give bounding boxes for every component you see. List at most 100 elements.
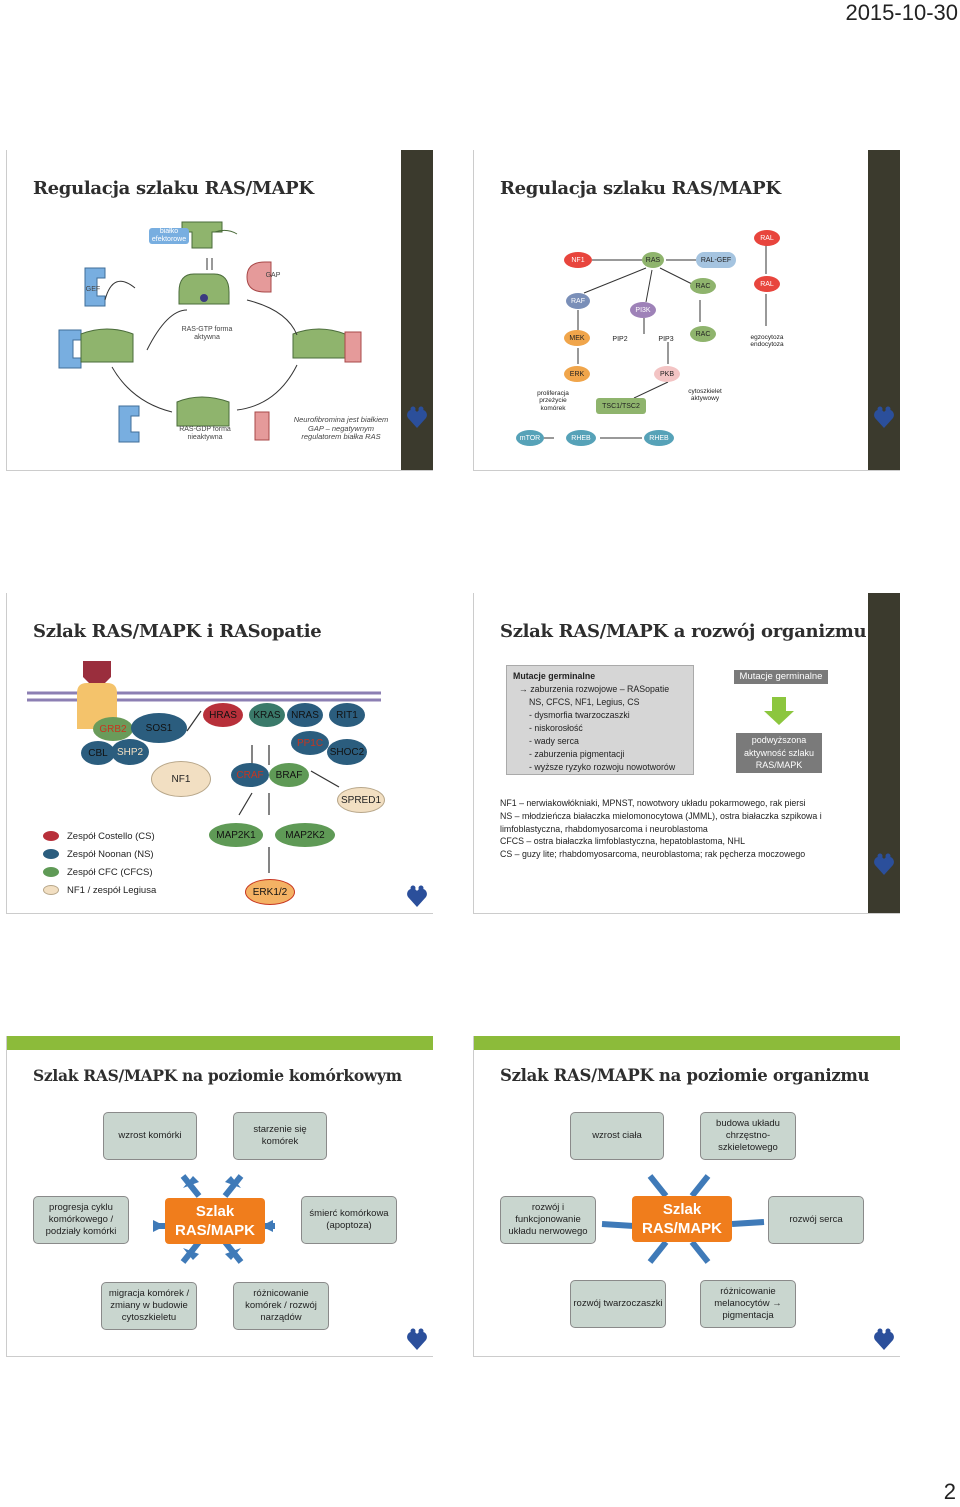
node-pkb: PKB (654, 366, 680, 382)
logo-icon (406, 406, 428, 430)
node-nras: NRAS (287, 703, 323, 727)
node-rheb-1: RHEB (566, 430, 596, 446)
node-spred1: SPRED1 (337, 787, 385, 813)
logo-icon (873, 853, 895, 877)
legend-item: NF1 / zespół Legiusa (43, 881, 156, 899)
node-rac-1: RAC (690, 278, 716, 294)
box-craniofacial: rozwój twarzoczaszki (570, 1280, 666, 1328)
box-line: → zaburzenia rozwojowe – RASopatie (519, 684, 670, 694)
node-braf: BRAF (269, 763, 309, 787)
slide-topbar (474, 1036, 900, 1050)
note-line: CFCS – ostra białaczka limfoblastyczna, … (500, 836, 745, 847)
node-mtor: mTOR (516, 430, 544, 446)
node-ras: RAS (642, 252, 664, 268)
ras-cycle-diagram (58, 221, 362, 443)
legend-swatch (43, 885, 59, 895)
box-line: - wyższe ryzyko rozwoju nowotworów (529, 762, 676, 772)
node-kras: KRAS (249, 703, 285, 727)
slide-title: Szlak RAS/MAPK na poziomie komórkowym (33, 1066, 402, 1085)
box-cell-migration: migracja komórek / zmiany w budowie cyto… (101, 1282, 197, 1330)
logo-icon (406, 885, 428, 909)
slide-4: Szlak RAS/MAPK a rozwój organizmu Mutacj… (473, 593, 900, 914)
node-map2k2: MAP2K2 (275, 823, 335, 847)
box-heart: rozwój serca (768, 1196, 864, 1244)
ras-gdp-shape (176, 396, 230, 427)
legend: Zespół Costello (CS) Zespół Noonan (NS) … (43, 827, 156, 899)
node-tsc: TSC1/TSC2 (596, 398, 646, 414)
rasopathy-diagram (27, 661, 381, 873)
box-melanocytes: różnicowanie melanocytów → pigmentacja (700, 1280, 796, 1328)
slide-title: Szlak RAS/MAPK i RASopatie (33, 621, 322, 642)
logo-icon (406, 1328, 428, 1352)
slide-2: Regulacja szlaku RAS/MAPK NF1 RAS RAL-GE… (473, 150, 900, 471)
slide-3: Szlak RAS/MAPK i RASopatie GRB2 SOS1 CBL… (6, 593, 433, 914)
node-erk: ERK (564, 366, 590, 382)
gap-shape-3 (254, 411, 270, 441)
legend-swatch (43, 849, 59, 859)
legend-item: Zespół Costello (CS) (43, 827, 156, 845)
node-ral-2: RAL (754, 276, 780, 292)
slide-title: Regulacja szlaku RAS/MAPK (500, 178, 781, 199)
box-cell-cycle: progresja cyklu komórkowego / podziały k… (33, 1196, 129, 1244)
page-number: 2 (943, 1479, 956, 1504)
node-rac-2: RAC (690, 326, 716, 342)
cycle-caption: Neurofibromina jest białkiem GAP – negat… (293, 415, 389, 442)
node-craf: CRAF (231, 763, 269, 787)
node-cbl: CBL (81, 741, 115, 765)
legend-label: NF1 / zespół Legiusa (67, 884, 157, 896)
logo-icon (873, 406, 895, 430)
slide-title: Regulacja szlaku RAS/MAPK (33, 178, 314, 199)
gef-shape-3 (118, 405, 140, 443)
box-line: - niskorosłość (529, 723, 583, 733)
note-line: NS – młodzieńcza białaczka mielomonocyto… (500, 810, 822, 834)
box-body-growth: wzrost ciała (570, 1112, 664, 1160)
slide-topbar (7, 1036, 433, 1050)
node-erk12: ERK1/2 (245, 879, 295, 905)
node-pp1c: PP1C (291, 731, 329, 755)
slide-1: Regulacja szlaku RAS/MAPK białko efektor… (6, 150, 433, 471)
slide-title: Szlak RAS/MAPK na poziomie organizmu (500, 1066, 870, 1085)
node-ral-1: RAL (754, 230, 780, 246)
slide-5: Szlak RAS/MAPK na poziomie komórkowym Sz… (6, 1036, 433, 1357)
node-mek: MEK (564, 330, 590, 346)
box-cell-differentiation: różnicowanie komórek / rozwój narządów (233, 1282, 329, 1330)
node-nf1: NF1 (564, 252, 592, 268)
node-shp2: SHP2 (111, 739, 149, 765)
node-endocytosis: egzocytoza endocytoza (750, 334, 784, 349)
node-hras: HRAS (203, 703, 243, 727)
node-rit1: RIT1 (329, 703, 365, 727)
arrow-diagram (601, 1174, 765, 1264)
ras-gdp-label: RAS-GDP forma nieaktywna (179, 426, 231, 442)
legend-item: Zespół Noonan (NS) (43, 845, 156, 863)
ras-right-shape (292, 328, 346, 359)
cancer-notes: NF1 – nerwiakowłókniaki, MPNST, nowotwor… (500, 797, 854, 861)
note-line: CS – guzy lite; rhabdomyosarcoma, neurob… (500, 849, 806, 860)
box-cell-senescence: starzenie się komórek (233, 1112, 327, 1160)
legend-label: Zespół Costello (CS) (67, 830, 155, 842)
slide-6: Szlak RAS/MAPK na poziomie organizmu Szl… (473, 1036, 900, 1357)
legend-swatch (43, 867, 59, 877)
node-rheb-2: RHEB (644, 430, 674, 446)
gap-shape (246, 261, 272, 293)
down-arrow-icon (764, 697, 794, 725)
note-line: NF1 – nerwiakowłókniaki, MPNST, nowotwor… (500, 798, 806, 808)
box-line: - wady serca (529, 736, 579, 746)
box-line: - dysmorfia twarzoczaszki (529, 710, 630, 720)
node-pip3: PIP3 (658, 336, 674, 343)
node-shoc2: SHOC2 (327, 739, 367, 765)
gef-shape-2 (58, 329, 82, 369)
node-grb2: GRB2 (93, 717, 133, 741)
germinal-mutations-box: Mutacje germinalne → zaburzenia rozwojow… (506, 665, 694, 775)
box-line: - zaburzenia pigmentacji (529, 749, 625, 759)
box-cell-growth: wzrost komórki (103, 1112, 197, 1160)
legend-swatch (43, 831, 59, 841)
logo-icon (873, 1328, 895, 1352)
node-pi3k: PI3K (630, 302, 656, 318)
center-box: Szlak RAS/MAPK (165, 1198, 265, 1244)
gef-label: GEF (85, 286, 101, 293)
ras-gtp-shape (178, 273, 230, 305)
legend-item: Zespół CFC (CFCS) (43, 863, 156, 881)
gef-shape-1 (84, 267, 106, 307)
mutation-tag: Mutacje germinalne (734, 670, 828, 684)
legend-label: Zespół Noonan (NS) (67, 848, 154, 860)
